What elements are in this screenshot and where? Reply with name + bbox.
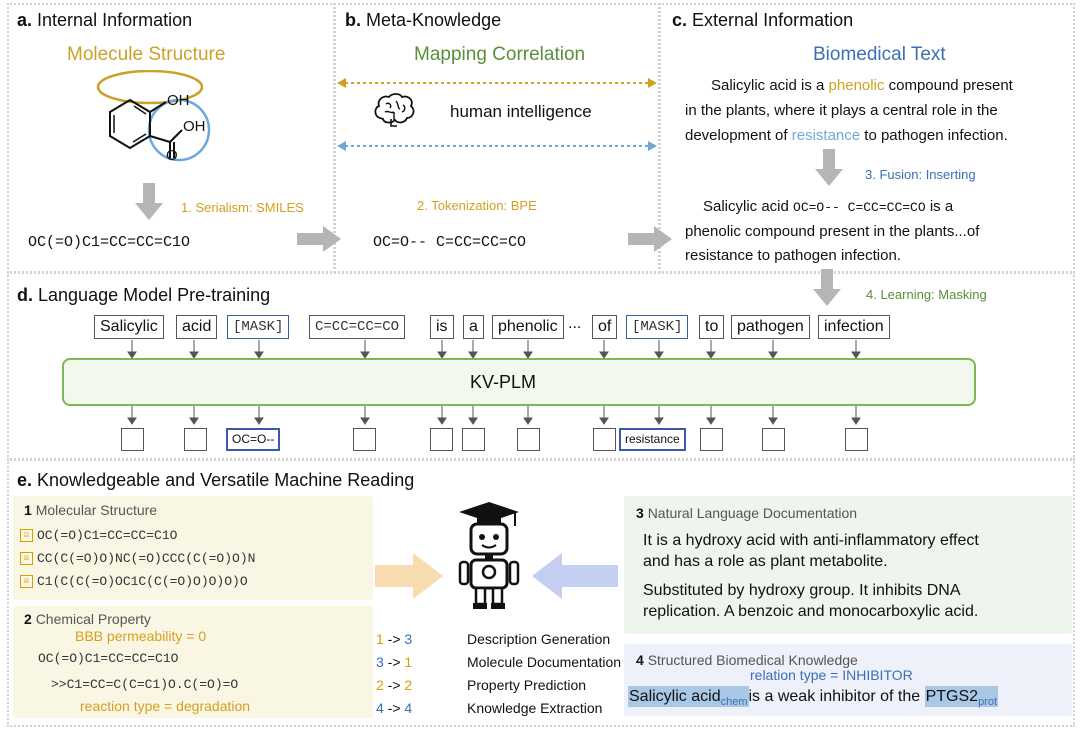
input-token: is bbox=[430, 315, 454, 339]
molecule-structure-heading: Molecule Structure bbox=[67, 44, 226, 65]
task-molecule-documentation: 3 -> 1 bbox=[376, 654, 413, 670]
smiles-string: OC(=O)C1=CC=CC=C1O bbox=[28, 234, 191, 251]
bpe-tokens: OC=O-- C=CC=CC=CO bbox=[373, 234, 527, 251]
entity-prot: PTGS2prot bbox=[924, 686, 999, 709]
input-token: Salicylic bbox=[94, 315, 164, 339]
doc-line-2: and has a role as plant metabolite. bbox=[643, 553, 888, 570]
gold-double-arrow bbox=[337, 78, 657, 88]
down-arrow-a bbox=[135, 183, 163, 220]
input-token-mask: [MASK] bbox=[626, 315, 689, 339]
o-atom-label: O bbox=[166, 147, 178, 164]
input-token-mask: [MASK] bbox=[227, 315, 290, 339]
output-box bbox=[845, 428, 868, 451]
output-box bbox=[121, 428, 144, 451]
crossed-box-icon: ☒ bbox=[20, 552, 33, 566]
card-1-title: 1 Molecular Structure bbox=[24, 502, 158, 518]
input-token: of bbox=[592, 315, 618, 339]
mapping-correlation-heading: Mapping Correlation bbox=[414, 44, 586, 65]
kv-plm-label: KV-PLM bbox=[470, 372, 537, 392]
checked-box-icon: ☑ bbox=[20, 529, 33, 543]
property-smiles: OC(=O)C1=CC=CC=C1O bbox=[38, 651, 179, 666]
token-arrows bbox=[127, 340, 861, 425]
crossed-box-icon: ☒ bbox=[20, 575, 33, 589]
output-box-predicted-word: resistance bbox=[619, 428, 686, 451]
down-arrow-d bbox=[813, 269, 841, 306]
blue-fat-arrow bbox=[532, 553, 618, 599]
step-2-tokenization: 2. Tokenization: BPE bbox=[417, 198, 537, 213]
task-property-prediction-label: Property Prediction bbox=[467, 677, 587, 693]
card-chemical-property bbox=[13, 606, 373, 718]
candidate-smiles-3: ☒C1(C(C(=O)OC1C(C(=O)O)O)O)O bbox=[20, 574, 248, 589]
panel-d-title: d. Language Model Pre-training bbox=[17, 285, 271, 305]
doc-line-1: It is a hydroxy acid with anti-inflammat… bbox=[643, 532, 979, 549]
candidate-smiles-2: ☒CC(C(=O)O)NC(=O)CCC(C(=O)O)N bbox=[20, 551, 255, 566]
input-token: acid bbox=[176, 315, 218, 339]
bbb-permeability: BBB permeability = 0 bbox=[75, 628, 207, 644]
blue-double-arrow bbox=[337, 141, 657, 151]
right-arrow-ab bbox=[297, 226, 341, 252]
step-1-serialism: 1. Serialism: SMILES bbox=[181, 200, 304, 215]
output-box bbox=[700, 428, 723, 451]
input-token: phenolic bbox=[492, 315, 564, 339]
task-description-generation: 1 -> 3 bbox=[376, 631, 413, 647]
panel-a-title: a. Internal Information bbox=[17, 10, 193, 30]
input-token: pathogen bbox=[731, 315, 810, 339]
robot-graduate-icon bbox=[458, 502, 520, 609]
entity-chem: Salicylic acidchem bbox=[628, 686, 749, 709]
right-arrow-bc bbox=[628, 226, 672, 252]
card-2-title: 2 Chemical Property bbox=[24, 611, 151, 627]
doc-line-3: Substituted by hydroxy group. It inhibit… bbox=[643, 582, 961, 599]
output-box bbox=[517, 428, 540, 451]
brain-icon bbox=[374, 93, 415, 127]
fused-text-line-1: Salicylic acid OC=O-- C=CC=CC=CO is a bbox=[703, 198, 954, 215]
card-3-title: 3 Natural Language Documentation bbox=[636, 505, 858, 521]
task-knowledge-extraction-label: Knowledge Extraction bbox=[467, 700, 603, 716]
biomedical-text-line-3: development of resistance to pathogen in… bbox=[685, 127, 1008, 144]
output-box bbox=[353, 428, 376, 451]
card-natural-language bbox=[624, 496, 1072, 634]
step-3-fusion: 3. Fusion: Inserting bbox=[865, 167, 976, 182]
card-molecular-structure bbox=[13, 496, 373, 600]
ellipsis-token: ... bbox=[568, 315, 582, 332]
output-box bbox=[430, 428, 453, 451]
biomedical-text-heading: Biomedical Text bbox=[813, 44, 946, 65]
doc-line-4: replication. A benzoic and monocarboxyli… bbox=[643, 603, 979, 620]
output-box bbox=[593, 428, 616, 451]
output-box bbox=[462, 428, 485, 451]
task-knowledge-extraction: 4 -> 4 bbox=[376, 700, 413, 716]
fused-text-line-2: phenolic compound present in the plants.… bbox=[685, 223, 980, 240]
biomedical-text-line-1: Salicylic acid is a phenolic compound pr… bbox=[711, 77, 1013, 94]
task-property-prediction: 2 -> 2 bbox=[376, 677, 413, 693]
output-box bbox=[184, 428, 207, 451]
input-token: to bbox=[699, 315, 725, 339]
gold-fat-arrow bbox=[375, 553, 443, 599]
step-4-learning: 4. Learning: Masking bbox=[866, 287, 987, 302]
human-intelligence-label: human intelligence bbox=[450, 102, 592, 121]
oh-label-carboxyl: OH bbox=[183, 118, 206, 135]
oh-label-hydroxyl: OH bbox=[167, 92, 190, 109]
candidate-smiles-1: ☑OC(=O)C1=CC=CC=C1O bbox=[20, 528, 177, 543]
down-arrow-c1 bbox=[815, 149, 843, 186]
output-box-predicted-smiles: OC=O-- bbox=[226, 428, 281, 451]
reaction-type: reaction type = degradation bbox=[80, 698, 251, 714]
panel-c-title: c. External Information bbox=[672, 10, 854, 30]
panel-b-title: b. Meta-Knowledge bbox=[345, 10, 502, 30]
biomedical-text-line-2: in the plants, where it plays a central … bbox=[685, 102, 998, 119]
relation-type: relation type = INHIBITOR bbox=[750, 667, 913, 683]
card-4-title: 4 Structured Biomedical Knowledge bbox=[636, 652, 858, 668]
task-description-generation-label: Description Generation bbox=[467, 631, 611, 647]
panel-e-title: e. Knowledgeable and Versatile Machine R… bbox=[17, 470, 415, 490]
reaction-smiles: >>C1=CC=C(C=C1)O.C(=O)=O bbox=[51, 677, 239, 692]
input-token-smiles: C=CC=CC=CO bbox=[309, 315, 406, 339]
salicylic-acid-structure bbox=[96, 70, 211, 162]
relation-sentence: Salicylic acidchemis a weak inhibitor of… bbox=[628, 686, 999, 709]
panel-e-frame bbox=[7, 459, 1075, 727]
input-token: a bbox=[463, 315, 484, 339]
kv-plm-model-bar bbox=[62, 358, 976, 406]
input-token: infection bbox=[818, 315, 890, 339]
output-box bbox=[762, 428, 785, 451]
fused-text-line-3: resistance to pathogen infection. bbox=[685, 247, 901, 264]
task-molecule-documentation-label: Molecule Documentation bbox=[467, 654, 622, 670]
